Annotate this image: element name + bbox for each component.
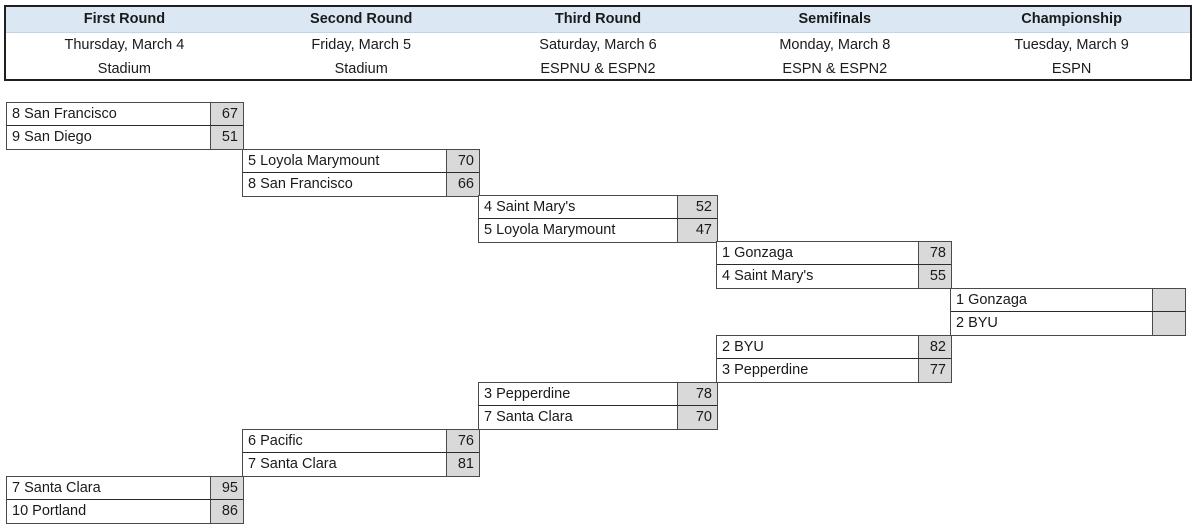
team-name: 7 Santa Clara [484, 409, 573, 426]
matchup-slot-bottom[interactable]: 2 BYU [951, 312, 1185, 335]
schedule-date-row: Thursday, March 4 Friday, March 5 Saturd… [6, 33, 1190, 58]
matchup-slot-top[interactable]: 2 BYU 82 [717, 336, 951, 359]
team-score: 78 [918, 242, 951, 264]
matchup-slot-bottom[interactable]: 9 San Diego 51 [7, 126, 243, 149]
schedule-date-0: Thursday, March 4 [64, 37, 185, 54]
team-score: 78 [677, 383, 717, 405]
team-score: 82 [918, 336, 951, 358]
matchup-slot-bottom[interactable]: 3 Pepperdine 77 [717, 359, 951, 382]
matchup-r3-upper[interactable]: 4 Saint Mary's 52 5 Loyola Marymount 47 [478, 195, 718, 243]
matchup-slot-top[interactable]: 3 Pepperdine 78 [479, 383, 717, 406]
matchup-slot-bottom[interactable]: 7 Santa Clara 81 [243, 453, 479, 476]
schedule-table: First Round Second Round Third Round Sem… [4, 5, 1192, 81]
schedule-round-name-3: Semifinals [798, 11, 872, 28]
team-score: 52 [677, 196, 717, 218]
matchup-slot-bottom[interactable]: 7 Santa Clara 70 [479, 406, 717, 429]
team-score: 81 [446, 453, 479, 476]
team-name: 10 Portland [12, 503, 87, 520]
schedule-date-3: Monday, March 8 [779, 37, 891, 54]
schedule-venue-4: ESPN [1051, 61, 1092, 78]
matchup-slot-top[interactable]: 6 Pacific 76 [243, 430, 479, 453]
schedule-venue-row: Stadium Stadium ESPNU & ESPN2 ESPN & ESP… [6, 58, 1190, 81]
team-name: 5 Loyola Marymount [248, 152, 380, 169]
matchup-slot-top[interactable]: 4 Saint Mary's 52 [479, 196, 717, 219]
matchup-championship[interactable]: 1 Gonzaga 2 BYU [950, 288, 1186, 336]
team-name: 3 Pepperdine [722, 362, 809, 379]
team-name: 2 BYU [722, 338, 764, 355]
matchup-r1-upper[interactable]: 8 San Francisco 67 9 San Diego 51 [6, 102, 244, 150]
matchup-slot-top[interactable]: 7 Santa Clara 95 [7, 477, 243, 500]
team-score: 66 [446, 173, 479, 196]
schedule-date-4: Tuesday, March 9 [1014, 37, 1129, 54]
team-score [1152, 312, 1185, 335]
matchup-slot-bottom[interactable]: 10 Portland 86 [7, 500, 243, 523]
matchup-r1-lower[interactable]: 7 Santa Clara 95 10 Portland 86 [6, 476, 244, 524]
matchup-slot-top[interactable]: 8 San Francisco 67 [7, 103, 243, 126]
team-name: 8 San Francisco [248, 176, 353, 193]
team-name: 6 Pacific [248, 432, 303, 449]
schedule-round-name-4: Championship [1021, 11, 1122, 28]
team-name: 4 Saint Mary's [484, 198, 576, 215]
team-score: 70 [677, 406, 717, 429]
schedule-round-row: First Round Second Round Third Round Sem… [6, 7, 1190, 33]
team-name: 7 Santa Clara [12, 479, 101, 496]
schedule-venue-2: ESPNU & ESPN2 [540, 61, 656, 78]
matchup-slot-top[interactable]: 5 Loyola Marymount 70 [243, 150, 479, 173]
matchup-r3-lower[interactable]: 3 Pepperdine 78 7 Santa Clara 70 [478, 382, 718, 430]
matchup-slot-bottom[interactable]: 4 Saint Mary's 55 [717, 265, 951, 288]
team-score: 95 [210, 477, 243, 499]
matchup-slot-top[interactable]: 1 Gonzaga [951, 289, 1185, 312]
team-score: 51 [210, 126, 243, 149]
matchup-slot-top[interactable]: 1 Gonzaga 78 [717, 242, 951, 265]
team-score: 77 [918, 359, 951, 382]
matchup-r2-upper[interactable]: 5 Loyola Marymount 70 8 San Francisco 66 [242, 149, 480, 197]
team-name: 2 BYU [956, 315, 998, 332]
team-score: 86 [210, 500, 243, 523]
schedule-round-name-1: Second Round [310, 11, 413, 28]
team-score: 55 [918, 265, 951, 288]
matchup-r2-lower[interactable]: 6 Pacific 76 7 Santa Clara 81 [242, 429, 480, 477]
team-name: 7 Santa Clara [248, 456, 337, 473]
team-score: 47 [677, 219, 717, 242]
schedule-date-1: Friday, March 5 [311, 37, 412, 54]
matchup-sf-upper[interactable]: 1 Gonzaga 78 4 Saint Mary's 55 [716, 241, 952, 289]
team-name: 1 Gonzaga [956, 291, 1027, 308]
team-score [1152, 289, 1185, 311]
team-score: 67 [210, 103, 243, 125]
team-name: 4 Saint Mary's [722, 268, 814, 285]
schedule-venue-3: ESPN & ESPN2 [782, 61, 888, 78]
schedule-venue-0: Stadium [97, 61, 151, 78]
matchup-sf-lower[interactable]: 2 BYU 82 3 Pepperdine 77 [716, 335, 952, 383]
matchup-slot-bottom[interactable]: 5 Loyola Marymount 47 [479, 219, 717, 242]
schedule-round-name-0: First Round [83, 11, 166, 28]
schedule-date-2: Saturday, March 6 [539, 37, 657, 54]
schedule-venue-1: Stadium [334, 61, 388, 78]
team-score: 76 [446, 430, 479, 452]
team-name: 5 Loyola Marymount [484, 222, 616, 239]
team-name: 8 San Francisco [12, 105, 117, 122]
team-score: 70 [446, 150, 479, 172]
team-name: 3 Pepperdine [484, 385, 571, 402]
schedule-round-name-2: Third Round [554, 11, 642, 28]
team-name: 1 Gonzaga [722, 244, 793, 261]
team-name: 9 San Diego [12, 129, 92, 146]
matchup-slot-bottom[interactable]: 8 San Francisco 66 [243, 173, 479, 196]
